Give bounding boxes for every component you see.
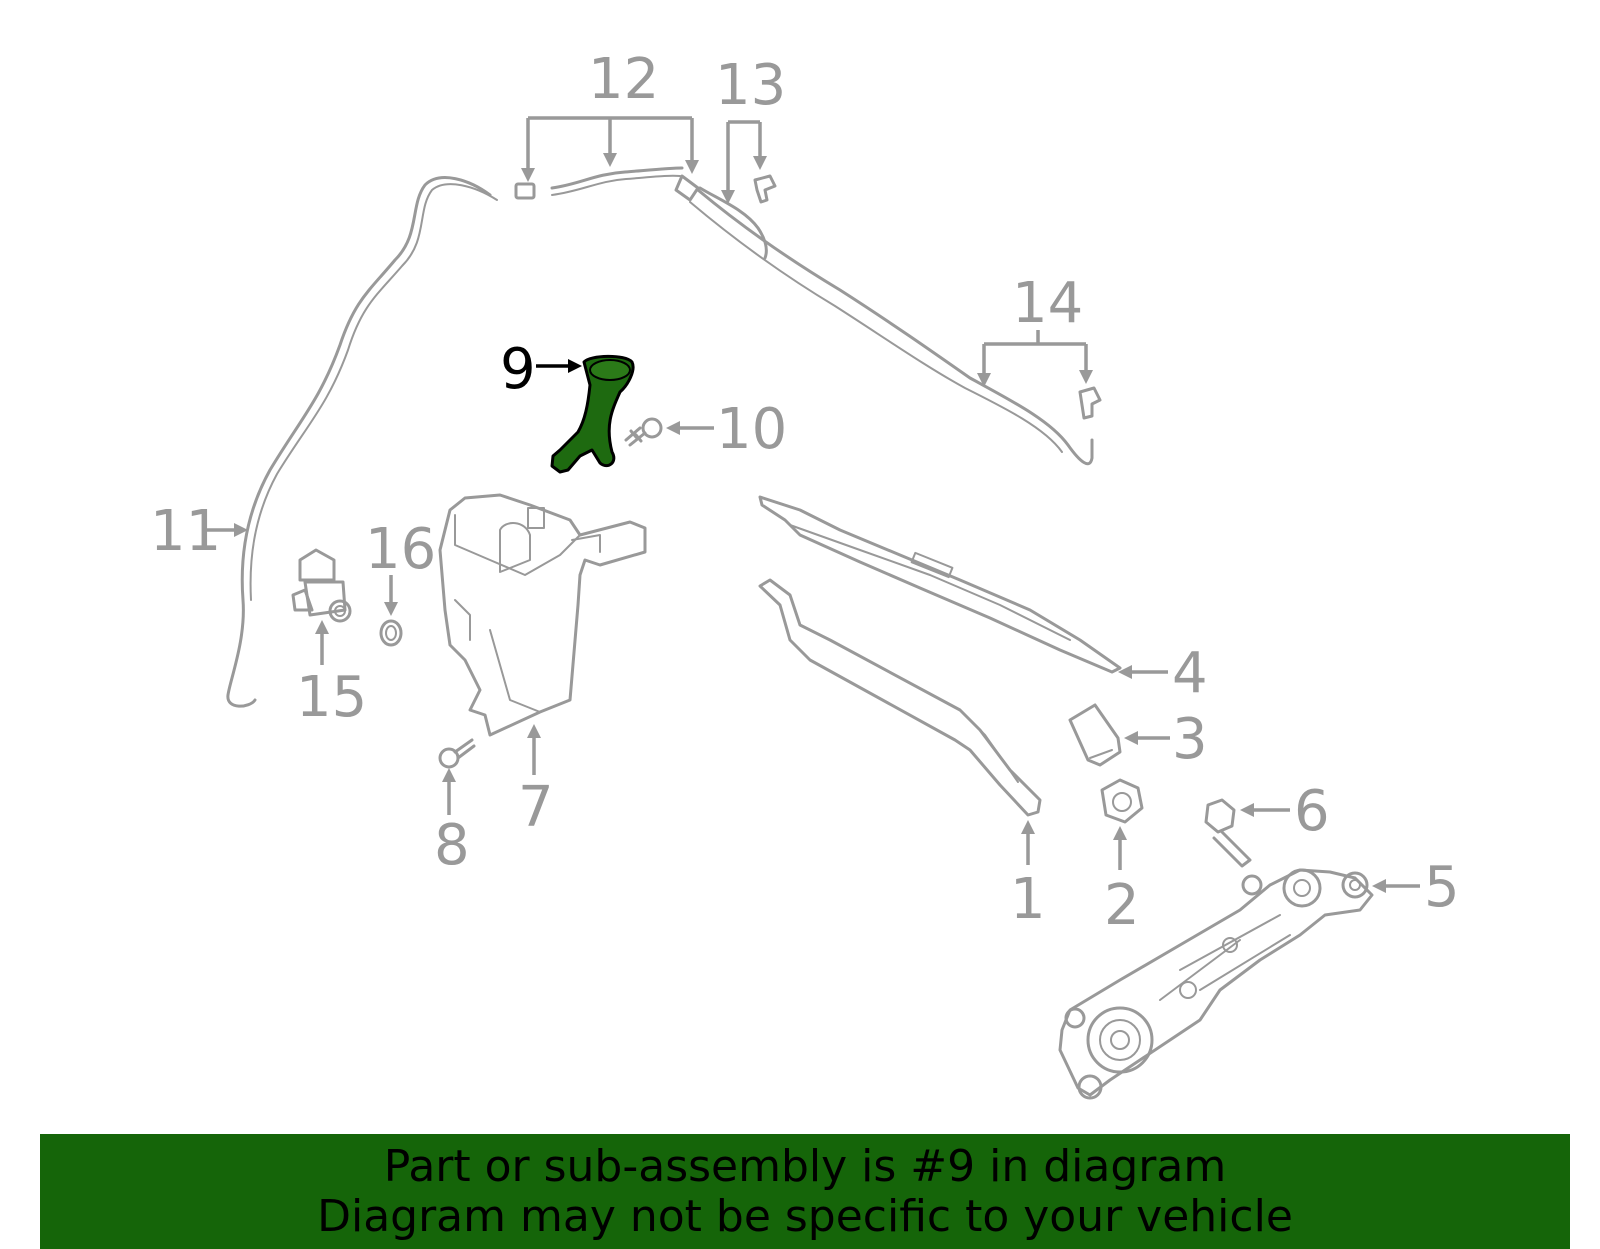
callout-1: 1 xyxy=(1010,867,1046,932)
wiper-blade-part-4[interactable] xyxy=(758,495,1122,674)
cap-part-3[interactable] xyxy=(1068,703,1122,767)
pump-part-15[interactable] xyxy=(291,548,352,623)
wiper-arm-part-1[interactable] xyxy=(758,578,1042,817)
callout-9: 9 xyxy=(500,337,536,402)
screw-part-10[interactable] xyxy=(624,417,663,447)
callout-14: 14 xyxy=(1012,271,1083,336)
callout-10: 10 xyxy=(716,397,787,462)
bolt-part-8[interactable] xyxy=(438,738,476,769)
bolt-part-6[interactable] xyxy=(1204,798,1252,868)
callout-12: 12 xyxy=(588,47,659,112)
callout-8: 8 xyxy=(434,813,470,878)
callout-3: 3 xyxy=(1172,707,1208,772)
callout-4: 4 xyxy=(1172,641,1208,706)
callout-11: 11 xyxy=(150,499,221,564)
filler-neck-part-9[interactable] xyxy=(550,354,635,474)
nozzle-part-14[interactable] xyxy=(1078,386,1102,420)
callout-15: 15 xyxy=(296,665,367,730)
banner-line-2: Diagram may not be specific to your vehi… xyxy=(317,1191,1293,1242)
callout-2: 2 xyxy=(1104,873,1140,938)
callout-13: 13 xyxy=(715,53,786,118)
parts-diagram: 12 13 14 9 10 11 16 15 7 8 4 3 6 5 1 2 xyxy=(150,47,1460,1100)
washer-hose-part-11[interactable] xyxy=(226,176,498,708)
hose-connector-part-13[interactable] xyxy=(698,174,777,260)
callout-6: 6 xyxy=(1294,779,1330,844)
grommet-part-16[interactable] xyxy=(379,619,403,647)
banner-line-1: Part or sub-assembly is #9 in diagram xyxy=(383,1141,1227,1192)
reservoir-part-7[interactable] xyxy=(438,493,647,737)
callout-7: 7 xyxy=(518,775,554,840)
callout-leaders xyxy=(206,116,1420,893)
wiper-motor-linkage-part-5[interactable] xyxy=(1058,868,1374,1100)
info-banner: Part or sub-assembly is #9 in diagram Di… xyxy=(40,1134,1570,1249)
hose-assembly-part-12[interactable] xyxy=(514,166,1094,466)
callout-16: 16 xyxy=(365,517,436,582)
nut-part-2[interactable] xyxy=(1100,778,1144,824)
callout-5: 5 xyxy=(1424,855,1460,920)
